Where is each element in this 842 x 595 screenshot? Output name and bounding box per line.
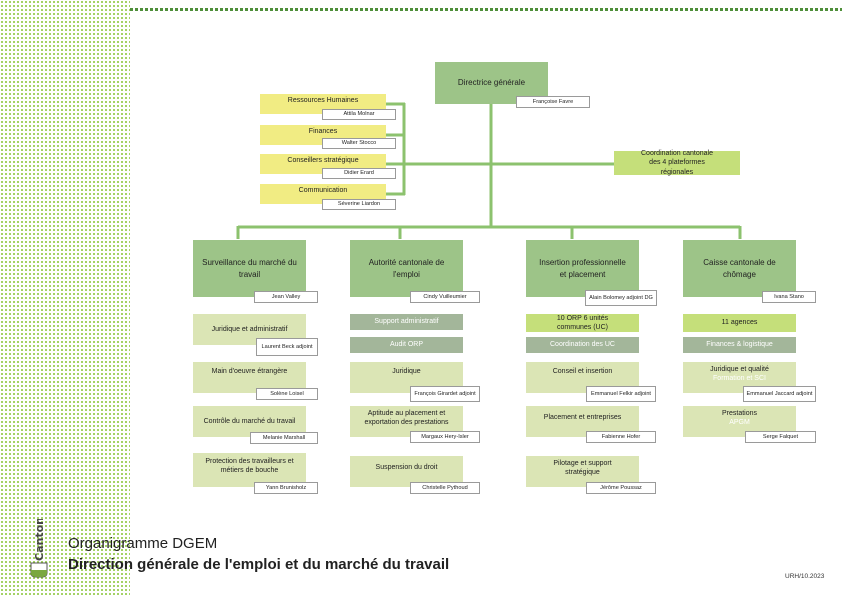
- col4-agencies-text: 11 agences: [721, 319, 758, 327]
- unit-title: Juridique: [392, 368, 421, 375]
- page-title: Organigramme DGEM: [68, 535, 218, 552]
- col3-coord-box: Coordination des UC: [526, 337, 639, 353]
- unit-box-col3-pilotage: Pilotage et support stratégique: [526, 456, 639, 487]
- unit-box-col1-protection: Protection des travailleurs et métiers d…: [193, 453, 306, 487]
- unit-name: Solène Loisel: [256, 388, 318, 400]
- division-name: Cindy Vuilleumier: [410, 291, 480, 303]
- unit-title: Protection des travailleurs et métiers d…: [205, 458, 294, 475]
- col3-orp-box: 10 ORP 6 unités communes (UC): [526, 314, 639, 332]
- unit-name: Laurent Beck adjoint: [256, 338, 318, 356]
- col2-support-text: Support administratif: [374, 318, 439, 326]
- unit-name: Jérôme Poussaz: [586, 482, 656, 494]
- staff-name: Walter Stocco: [322, 138, 396, 149]
- division-name: Ivana Stano: [762, 291, 816, 303]
- unit-title: Juridique et qualité: [710, 366, 769, 373]
- division-box-insertion: Insertion professionnelle et placement: [526, 240, 639, 297]
- unit-box-col2-suspension: Suspension du droit: [350, 456, 463, 487]
- staff-title: Finances: [308, 128, 338, 135]
- unit-box-col1-controle: Contrôle du marché du travail: [193, 406, 306, 437]
- staff-name: Didier Erard: [322, 168, 396, 179]
- coordination-box: Coordination cantonale des 4 plateformes…: [614, 150, 740, 176]
- unit-subtitle: Formation et SCI: [713, 375, 766, 383]
- unit-box-col1-main-oeuvre: Main d'oeuvre étrangère: [193, 362, 306, 393]
- staff-name: Attila Molnar: [322, 109, 396, 120]
- unit-title: Placement et entreprises: [543, 414, 622, 421]
- division-title: Autorité cantonale de l'emploi: [368, 257, 445, 279]
- division-box-autorite: Autorité cantonale de l'emploi: [350, 240, 463, 297]
- unit-title: Aptitude au placement et exportation des…: [364, 410, 449, 427]
- staff-title: Ressources Humaines: [287, 97, 359, 104]
- dotted-background: [0, 0, 130, 595]
- unit-name: Yann Brunisholz: [254, 482, 318, 494]
- unit-title: Juridique et administratif: [211, 325, 288, 333]
- division-name: Jean Valley: [254, 291, 318, 303]
- col3-orp-text: 10 ORP 6 unités communes (UC): [556, 314, 609, 331]
- col3-coord-text: Coordination des UC: [550, 341, 615, 349]
- unit-title: Pilotage et support stratégique: [553, 460, 612, 477]
- unit-name: Melanie Marshall: [250, 432, 318, 444]
- col4-finances-text: Finances & logistique: [706, 341, 773, 349]
- head-title: Directrice générale: [457, 78, 526, 88]
- division-box-surveillance: Surveillance du marché du travail: [193, 240, 306, 297]
- col2-support-box: Support administratif: [350, 314, 463, 330]
- staff-title: Communication: [298, 187, 348, 194]
- unit-subtitle: APGM: [729, 419, 750, 427]
- unit-name: François Girardet adjoint: [410, 386, 480, 402]
- top-dotted-line: [130, 8, 842, 11]
- col4-agencies-box: 11 agences: [683, 314, 796, 332]
- staff-name: Séverine Liardon: [322, 199, 396, 210]
- staff-title: Conseillers stratégique: [287, 157, 359, 164]
- unit-title: Contrôle du marché du travail: [203, 417, 296, 425]
- unit-name: Serge Falquet: [745, 431, 816, 443]
- col4-finances-box: Finances & logistique: [683, 337, 796, 353]
- document-reference: URH/10.2023: [785, 573, 825, 580]
- division-title: Insertion professionnelle et placement: [539, 257, 626, 279]
- col2-audit-box: Audit ORP: [350, 337, 463, 353]
- unit-name: Fabienne Hofer: [586, 431, 656, 443]
- unit-name: Emmanuel Jaccard adjoint: [743, 386, 816, 402]
- unit-title: Main d'oeuvre étrangère: [211, 368, 288, 375]
- division-title: Surveillance du marché du travail: [202, 257, 297, 279]
- coordination-text: Coordination cantonale des 4 plateformes…: [641, 150, 713, 176]
- col2-audit-text: Audit ORP: [389, 341, 424, 349]
- unit-title: Prestations: [721, 410, 758, 417]
- unit-title: Conseil et insertion: [552, 368, 613, 375]
- unit-name: Emmanuel Felkir adjoint: [586, 386, 656, 402]
- division-title: Caisse cantonale de chômage: [703, 257, 776, 279]
- head-name: Françoise Favre: [516, 96, 590, 108]
- division-name: Alain Bolomey adjoint DG: [585, 290, 657, 306]
- logo-text: Canton de Vaud: [33, 519, 46, 561]
- unit-name: Margaux Hery-Isler: [410, 431, 480, 443]
- division-box-caisse: Caisse cantonale de chômage: [683, 240, 796, 297]
- canton-vaud-logo: Canton de Vaud: [30, 519, 48, 578]
- unit-title: Suspension du droit: [375, 464, 438, 471]
- page-subtitle: Direction générale de l'emploi et du mar…: [68, 556, 450, 573]
- unit-name: Christelle Pythoud: [410, 482, 480, 494]
